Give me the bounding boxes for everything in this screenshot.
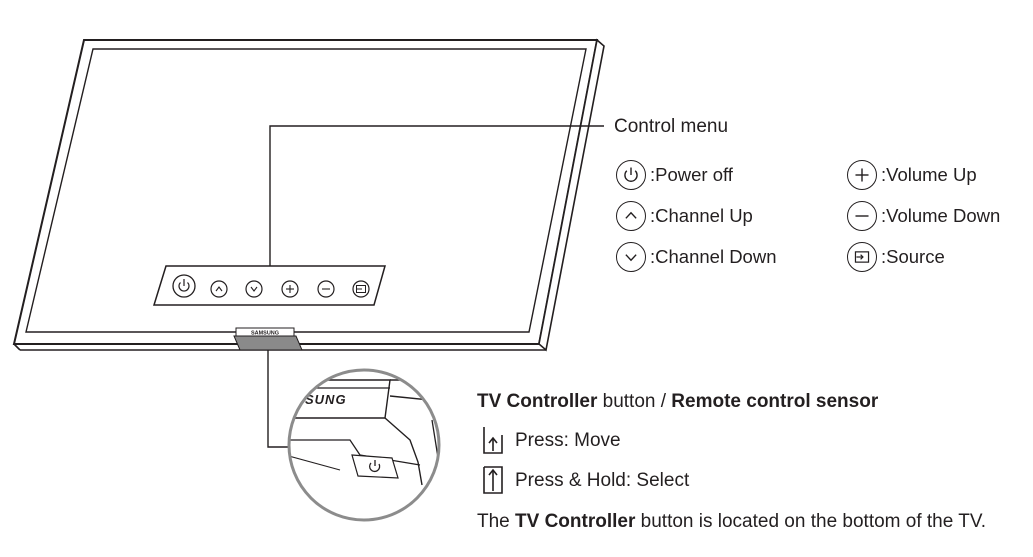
note-prefix: The	[477, 511, 516, 532]
controller-heading: TV Controller button / Remote control se…	[477, 391, 878, 413]
channel-down-icon	[616, 242, 646, 272]
legend-label-volume-down: :Volume Down	[881, 205, 1001, 226]
control-menu-title: Control menu	[614, 116, 729, 137]
channel-up-icon	[616, 201, 646, 231]
zoom-brand-text: SUNG	[305, 392, 347, 407]
press-move-icon	[483, 427, 503, 454]
panel-power-icon	[172, 274, 196, 298]
panel-volume-up-icon	[281, 280, 299, 298]
control-menu-leader-line	[269, 125, 604, 266]
volume-up-icon	[847, 160, 877, 190]
note-suffix: button is located on the bottom of the T…	[635, 511, 987, 532]
legend-label-source: :Source	[881, 246, 945, 267]
panel-channel-up-icon	[210, 280, 228, 298]
tv-screen	[25, 48, 587, 333]
panel-channel-down-icon	[245, 280, 263, 298]
samsung-logo-text: SAMSUNG	[251, 331, 279, 337]
zoom-leader-line	[267, 350, 290, 448]
legend-label-power: :Power off	[650, 164, 733, 185]
note-strong: TV Controller	[515, 511, 636, 532]
legend-label-volume-up: :Volume Up	[881, 164, 977, 185]
zoom-circle-border	[287, 368, 441, 522]
press-hold-icon	[483, 466, 503, 494]
press-move-text: Press: Move	[515, 430, 621, 451]
controller-location-note: The TV Controller button is located on t…	[477, 511, 986, 533]
panel-volume-down-icon	[317, 280, 335, 298]
controller-heading-mid: button /	[597, 391, 672, 412]
controller-heading-strong: TV Controller	[477, 391, 598, 412]
power-icon	[616, 160, 646, 190]
controller-heading-sensor: Remote control sensor	[671, 391, 879, 412]
tv-controller-button-area	[233, 335, 303, 351]
source-icon	[847, 242, 877, 272]
press-hold-text: Press & Hold: Select	[515, 470, 690, 491]
volume-down-icon	[847, 201, 877, 231]
panel-source-icon	[352, 280, 370, 298]
legend-label-channel-up: :Channel Up	[650, 205, 753, 226]
legend-label-channel-down: :Channel Down	[650, 246, 777, 267]
